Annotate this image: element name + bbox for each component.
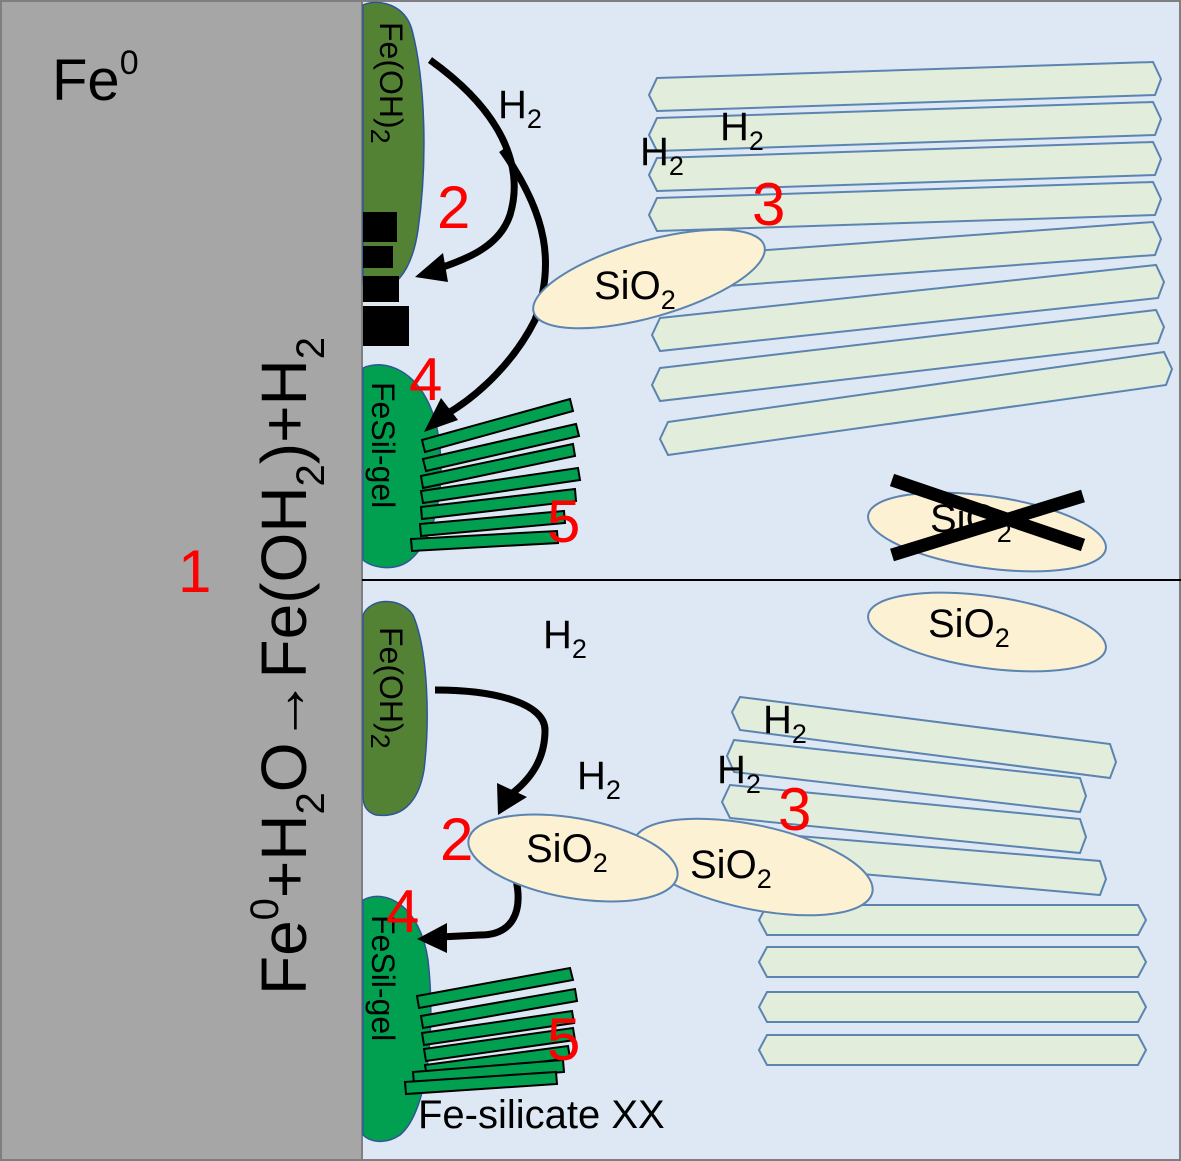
top-silica-label: SiO2 — [594, 264, 676, 315]
top-h2-label: H2 — [498, 83, 542, 134]
bottom-h2-label: H2 — [577, 754, 621, 805]
bottom-silicate-bar — [419, 987, 579, 1030]
bottom-clay-sheet — [757, 904, 1148, 936]
top-clay-sheet — [647, 100, 1163, 153]
top-silica-particle-crossed: SiO2 — [867, 473, 1107, 573]
top-silicate-bar — [418, 509, 567, 538]
bottom-clay-sheet — [757, 1034, 1148, 1066]
bottom-silica-particle-left: SiO2 — [467, 813, 679, 903]
top-oxide-block — [363, 246, 393, 268]
iron-label: Fe0 — [52, 44, 139, 113]
bottom-h2-label: H2 — [543, 613, 587, 664]
bottom-arrow-to-gel — [439, 874, 522, 941]
top-oxide-block — [363, 276, 399, 302]
top-oxide-block — [363, 212, 397, 242]
bottom-silicate-bar — [415, 966, 575, 1010]
top-silicate-bar — [419, 487, 578, 521]
bottom-silica-ellipse — [467, 813, 679, 903]
top-h2-label: H2 — [640, 130, 684, 181]
reaction-part: )+H — [248, 359, 320, 464]
bottom-arrow-to-silica — [434, 686, 549, 798]
bottom-clay-sheet — [725, 738, 1088, 814]
bottom-fesil-gel-label: FeSil-gel — [365, 915, 401, 1041]
bottom-silica-label: SiO2 — [928, 602, 1010, 653]
reaction-part: 2 — [289, 792, 333, 814]
bottom-silicate-bar — [403, 1070, 559, 1096]
bottom-silica-particle-top: SiO2 — [867, 591, 1107, 673]
top-silicate-bar — [419, 442, 577, 490]
bottom-clay-sheet — [730, 695, 1118, 780]
bottom-step-2: 2 — [440, 806, 473, 873]
bottom-clay-sheet — [720, 783, 1088, 855]
top-silica-ellipse — [532, 228, 766, 330]
top-clay-sheet — [647, 60, 1163, 113]
top-silicate-bar — [421, 422, 581, 473]
top-iron-oxide-deposits — [363, 212, 409, 346]
reaction-part: Fe(OH — [248, 486, 320, 678]
top-step-2: 2 — [437, 174, 470, 241]
top-silicate-bar — [419, 466, 582, 505]
fe-silicate-caption: Fe-silicate XX — [418, 1093, 665, 1137]
bottom-fe-oh2-label: Fe(OH)2 — [365, 627, 409, 749]
top-fe-oh2-label: Fe(OH)2 — [365, 22, 409, 144]
bottom-arrowhead-silica — [497, 783, 527, 815]
top-silicate-bar — [420, 397, 575, 454]
top-clay-sheet — [647, 140, 1163, 193]
reaction-part: 0 — [243, 898, 287, 920]
iron-metal-region — [0, 0, 362, 1161]
top-arrowhead-oxide — [415, 253, 448, 282]
top-step-5: 5 — [547, 488, 580, 555]
top-cross-mark — [889, 473, 1086, 552]
step-number-1: 1 — [178, 538, 211, 605]
bottom-h2-label: H2 — [763, 698, 807, 749]
top-clay-sheet — [650, 308, 1166, 403]
top-fesil-gel-label: FeSil-gel — [365, 382, 401, 508]
top-silicate-bar — [409, 529, 560, 553]
bottom-silicate-bar — [422, 1026, 577, 1063]
bottom-step-4: 4 — [386, 878, 419, 945]
bottom-silica-label: SiO2 — [526, 827, 608, 878]
top-arrows — [415, 57, 550, 432]
bottom-h2-label: H2 — [717, 748, 761, 799]
top-arrowhead-gel — [424, 398, 458, 432]
reaction-part: 2 — [289, 337, 333, 359]
bottom-arrowhead-gel — [417, 923, 447, 953]
top-h2-label: H2 — [720, 105, 764, 156]
reaction-part: Fe — [248, 920, 320, 995]
top-fe-silicate-bars — [409, 397, 582, 553]
top-arrow-to-oxide — [427, 57, 518, 272]
top-silica-particle: SiO2 — [532, 228, 766, 330]
bottom-step-3: 3 — [778, 776, 811, 843]
bottom-silica-particle-right: SiO2 — [632, 817, 874, 917]
bottom-silicate-bar — [420, 1009, 576, 1047]
bottom-clay-sheet — [757, 991, 1148, 1023]
reaction-part: +H — [248, 814, 320, 898]
top-step-3: 3 — [752, 171, 785, 238]
top-cross-mark — [890, 489, 1085, 562]
reaction-part: → — [248, 678, 320, 742]
bottom-clay-sheet — [757, 946, 1148, 978]
bottom-fe-silicate-bars — [403, 966, 579, 1096]
bottom-arrows — [417, 686, 549, 953]
bottom-silica-label: SiO2 — [690, 843, 772, 894]
top-clay-sheet — [658, 350, 1174, 457]
top-arrow-to-gel — [443, 147, 550, 419]
top-oxide-block — [363, 306, 409, 346]
reaction-part: O — [248, 742, 320, 792]
bottom-step-5: 5 — [547, 1006, 580, 1073]
top-clay-stack — [647, 60, 1174, 457]
bottom-fe-oh2-blob — [362, 600, 428, 817]
reaction-equation: Fe0+H2O→Fe(OH2)+H2 — [243, 337, 333, 995]
bottom-silica-ellipse — [867, 591, 1107, 673]
top-clay-sheet — [647, 180, 1163, 233]
bottom-clay-stack-lower — [757, 904, 1148, 1066]
reaction-part: 2 — [289, 464, 333, 486]
top-step-4: 4 — [409, 346, 442, 413]
top-clay-sheet — [650, 263, 1166, 353]
